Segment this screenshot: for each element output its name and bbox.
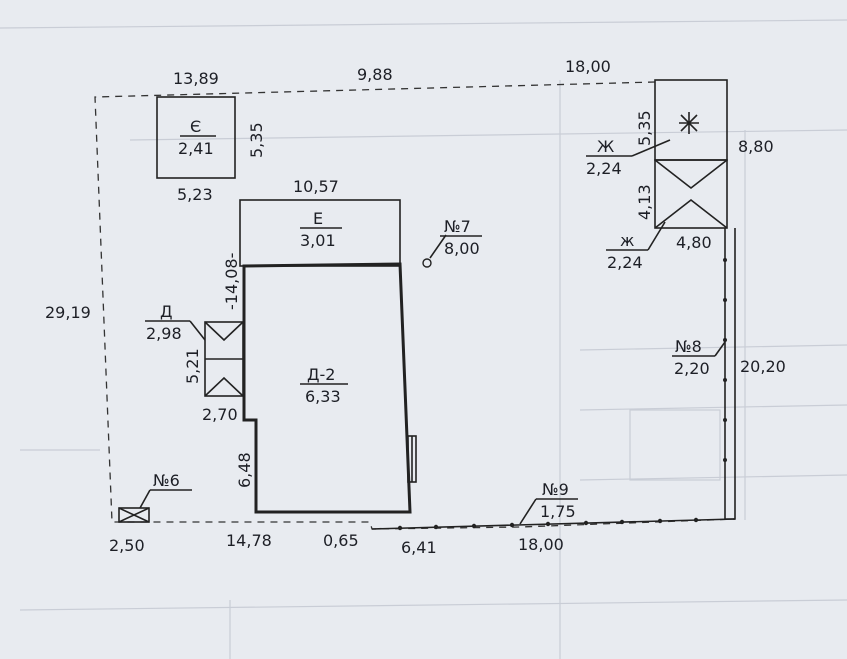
shed-zh-lower-side: 4,13 — [635, 184, 654, 220]
annex-d-cross-icon — [204, 321, 244, 397]
star-icon — [679, 112, 699, 134]
building-e-letter: Е — [313, 209, 323, 228]
point-7-leader — [429, 234, 447, 259]
point-8-value: 2,20 — [674, 359, 710, 378]
house-d2-side-b: 6,48 — [235, 452, 254, 488]
annex-d-bottom: 2,70 — [202, 405, 238, 424]
shed-zh-upper-side: 5,35 — [635, 110, 654, 146]
shed-zh-leader — [631, 139, 671, 157]
dim-top-mid: 9,88 — [357, 65, 393, 84]
shed-zh-lower-letter: ж — [620, 231, 634, 250]
shed-zh-labels: 5,35 Ж 2,24 4,13 ж 2,24 4,80 — [586, 110, 712, 272]
point-8-leader — [714, 341, 726, 357]
background-ghost-lines — [0, 19, 847, 659]
dim-bottom-b: 0,65 — [323, 531, 359, 550]
point-6-box — [118, 507, 150, 523]
dim-bottom-a: 14,78 — [226, 531, 272, 550]
building-ye-labels: Є 2,41 5,35 5,23 — [177, 117, 266, 204]
building-ye-height: 2,41 — [178, 139, 214, 158]
right-fence — [724, 228, 736, 520]
point-7-value: 8,00 — [444, 239, 480, 258]
point-labels: №7 8,00 №8 2,20 №9 1,75 №6 — [153, 217, 710, 521]
annex-d-height: 2,98 — [146, 324, 182, 343]
shed-zh-lower-outline — [654, 159, 728, 229]
shed-zh-upper-letter: Ж — [597, 137, 614, 156]
dim-left: 29,19 — [45, 303, 91, 322]
shed-zh-lower-height: 2,24 — [607, 253, 643, 272]
dim-right-mid: 20,20 — [740, 357, 786, 376]
annex-d-labels: Д 2,98 5,21 2,70 — [146, 302, 238, 424]
bottom-fence — [371, 518, 736, 530]
point-6-cross-icon — [118, 507, 150, 523]
building-ye-side: 5,35 — [247, 122, 266, 158]
dim-right-top: 8,80 — [738, 137, 774, 156]
annex-d-side: 5,21 — [183, 348, 202, 384]
house-d2-labels: Д-2 6,33 -14,08- 6,48 — [222, 253, 341, 488]
building-ye-letter: Є — [190, 117, 201, 136]
point-9-leader — [519, 498, 537, 525]
building-ye-outline — [156, 96, 236, 179]
dim-bottom-c: 6,41 — [401, 538, 437, 557]
house-d2-side-a: -14,08- — [222, 253, 241, 310]
shed-zh-lower-bottom: 4,80 — [676, 233, 712, 252]
house-d2-outline — [242, 262, 412, 514]
point-9-value: 1,75 — [540, 502, 576, 521]
building-e-height: 3,01 — [300, 231, 336, 250]
dim-bottom-left: 2,50 — [109, 536, 145, 555]
outer-dimensions: 13,89 9,88 18,00 29,19 20,20 8,80 2,50 1… — [45, 57, 786, 557]
dim-top-right: 18,00 — [565, 57, 611, 76]
building-e-top: 10,57 — [293, 177, 339, 196]
house-d2-letter: Д-2 — [307, 365, 335, 384]
annex-d-leader — [189, 320, 206, 341]
house-d2-height: 6,33 — [305, 387, 341, 406]
site-boundary — [94, 81, 736, 530]
dim-bottom-d: 18,00 — [518, 535, 564, 554]
fence-posts — [397, 258, 727, 531]
point-6-leader — [139, 489, 151, 509]
point-7-marker — [422, 258, 432, 268]
dim-top-left: 13,89 — [173, 69, 219, 88]
annex-d-letter: Д — [160, 302, 173, 321]
shed-zh-upper-height: 2,24 — [586, 159, 622, 178]
point-6-number: №6 — [153, 471, 180, 490]
point-7-number: №7 — [444, 217, 471, 236]
shed-zh-lower-cross-icon — [654, 159, 728, 229]
point-9-number: №9 — [542, 480, 569, 499]
point-8-number: №8 — [675, 337, 702, 356]
building-e-labels: 10,57 Е 3,01 — [293, 177, 339, 250]
building-ye-bottom: 5,23 — [177, 185, 213, 204]
shed-zh-lower-leader — [647, 221, 666, 251]
